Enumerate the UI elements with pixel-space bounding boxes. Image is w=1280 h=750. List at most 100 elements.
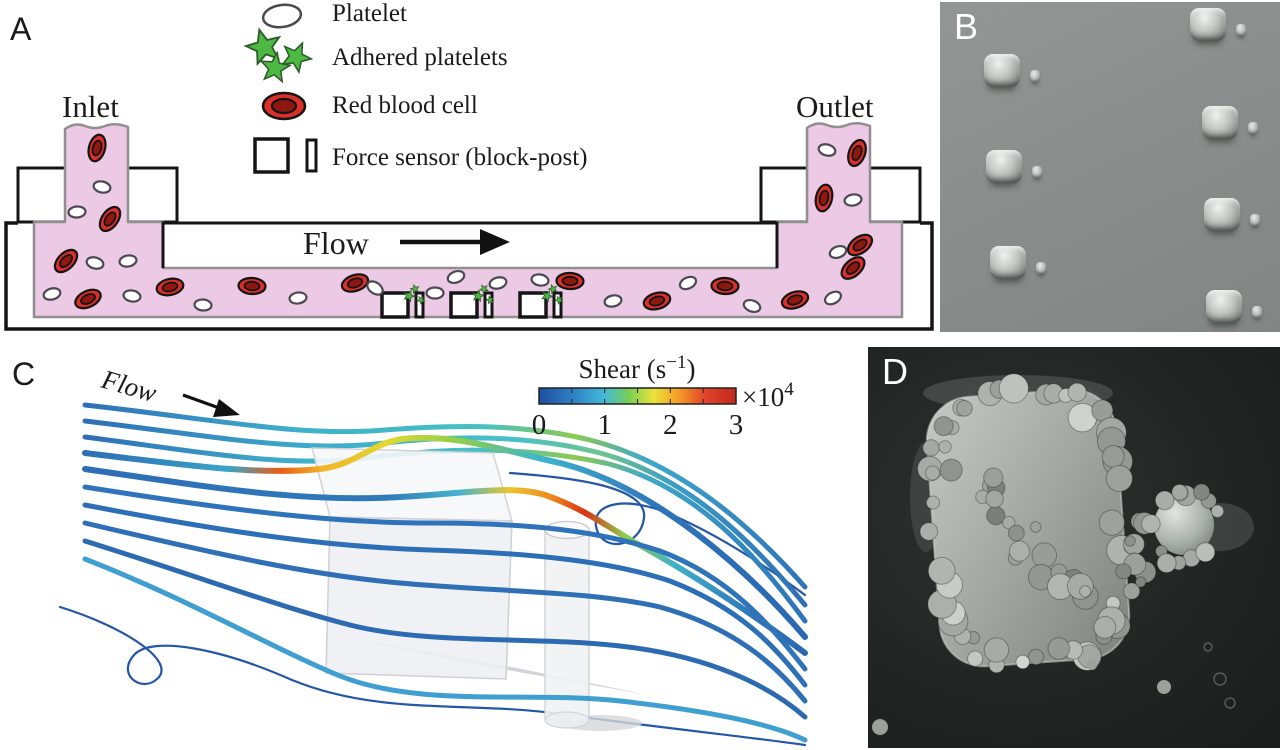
platelet-clump [1141,514,1161,534]
legend-label-red-blood-cell: Red blood cell [332,92,478,119]
sensor-post [483,291,494,319]
platelet-covered-post [1115,483,1225,588]
colorbar-ticks [538,388,704,404]
streamline [82,484,808,672]
platelet-clump [1015,654,1031,670]
sem-post [1236,24,1246,36]
platelet-clump [1105,464,1133,493]
platelet-clump [1002,515,1016,530]
platelet-clump [1008,540,1031,562]
flow-label-a: Flow [303,225,369,261]
sensor-post [414,291,425,319]
platelet-clump [983,467,1004,488]
platelet-clump [1193,483,1211,501]
blood-fluid-channel [32,122,904,319]
streamline [82,402,808,590]
streamline-over-post [82,466,808,656]
platelet-icon [261,3,303,29]
legend-label-force-sensor: Force sensor (block-post) [332,144,588,171]
legend-label-platelet: Platelet [332,0,407,27]
colorbar-tick-2: 2 [663,409,678,441]
panel-b-label: B [954,6,979,47]
platelet-clump [919,522,939,541]
panel-a-label: A [10,11,32,47]
outlet-label: Outlet [796,89,874,124]
platelet-clump [1135,576,1147,588]
platelet-clump [1171,483,1188,501]
flow-label-c: Flow [97,364,160,408]
panel-c-label: C [12,356,35,392]
platelet-clump [1122,582,1141,600]
force-sensors [380,282,565,319]
platelet-clump [1027,648,1045,666]
sem-block [1206,290,1242,323]
flow-arrowhead-c [213,399,240,417]
sem-block [1190,8,1226,41]
red-blood-cell [236,276,268,296]
platelet-clump [933,416,954,437]
sem-post [1250,214,1260,226]
streamline [82,538,808,720]
sensor-block [449,291,479,319]
streamlines-back [58,418,808,747]
platelet-clump [966,650,984,667]
streamline [82,556,808,743]
platelet-clump [1047,637,1071,660]
red-blood-cell-icon [261,91,307,121]
streamline [82,520,808,704]
platelet-clump [1093,615,1117,639]
sensor-block [518,291,548,319]
platelet-clump [938,440,952,454]
platelet-clump [939,458,963,482]
sem-block [1202,106,1238,139]
colorbar-scale: ×104 [742,379,794,412]
platelet-clump [1098,509,1125,536]
stray-platelets [872,642,1236,735]
platelet-clump [924,465,941,481]
inlet-label: Inlet [62,89,119,124]
colorbar-title: Shear (s−1) [579,352,696,384]
platelet-clump [1007,524,1025,542]
sem-block [990,246,1026,279]
post-ball [1154,495,1214,555]
sem-post [1252,306,1262,318]
platelet [66,204,88,220]
panel-b-sem-array: B [940,2,1280,332]
sem-block [986,150,1022,183]
platelet-clump [1195,542,1216,563]
platelet [192,297,214,313]
colorbar-tick-3: 3 [729,409,744,441]
platelet [425,286,445,300]
panel-c-simulation: Shear (s−1) ×104 0 1 2 3 Flow C [12,352,808,747]
platelet-clump [1154,490,1175,511]
legend-label-adhered-platelets: Adhered platelets [332,44,508,71]
flow-arrow [400,229,510,255]
platelet-clump [925,495,941,510]
panel-a-schematic: Platelet Adhered platelets Red blood cel… [4,0,934,331]
sensor-post [552,291,563,319]
adhered-platelets-icon [241,24,317,86]
streamline [82,418,808,608]
device-outline [4,221,934,331]
streamlines-front [82,402,808,743]
sensor-block [380,291,410,319]
platelet-clump [1029,521,1042,533]
platelet-clump [1079,585,1092,598]
legend: Platelet Adhered platelets Red blood cel… [241,0,588,174]
platelet-covered-block [917,373,1141,674]
channel-ceiling-outline [161,221,779,268]
platelet-clump [1156,553,1177,574]
platelet-clump [927,556,956,585]
platelet-clump [998,373,1029,404]
streamline [82,434,808,624]
panel-d-label: D [882,351,908,392]
recirculation-loop [508,471,807,597]
colorbar-tick-1: 1 [597,409,612,441]
sem-block [1204,198,1240,231]
panel-d-sem-platelets: D [868,347,1280,748]
platelet-clump [1124,535,1136,547]
platelet-clump [1115,563,1132,580]
platelet-clump [1210,504,1225,518]
platelet-clump [922,439,940,457]
platelet-clump [983,637,1010,663]
